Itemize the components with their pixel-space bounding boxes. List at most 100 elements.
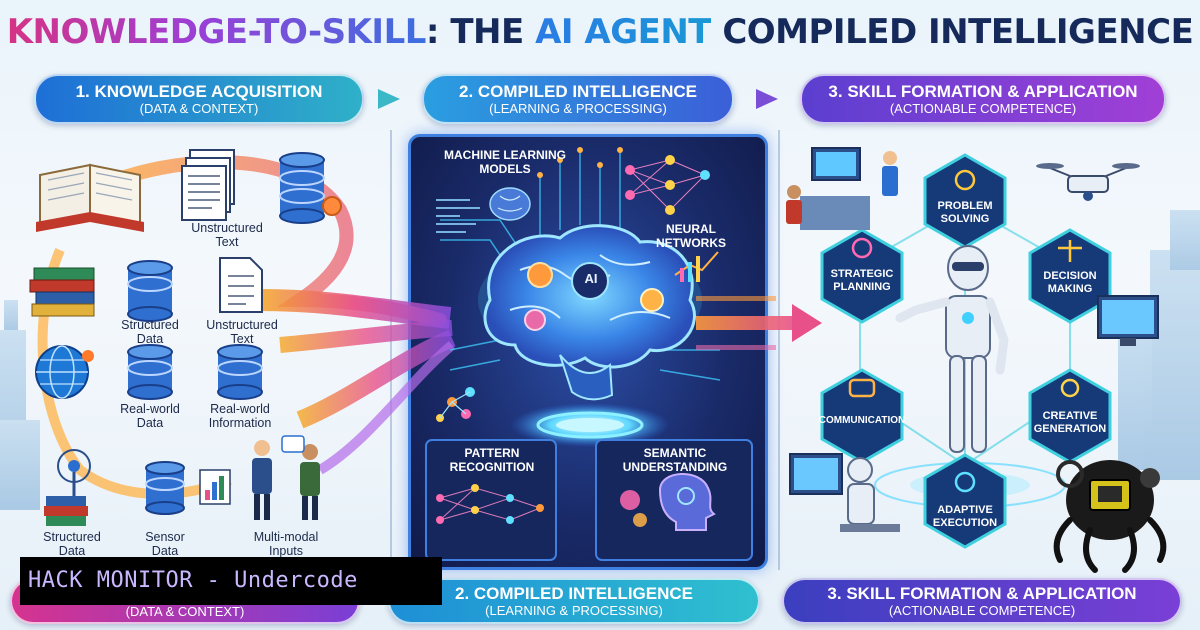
stacked-books-icon — [44, 496, 88, 526]
database-icon — [217, 344, 263, 400]
workstation-scene — [786, 147, 898, 230]
skill-label-line: CREATIVE — [1042, 410, 1098, 422]
skill-label-decision-making: DECISION MAKING — [1030, 270, 1110, 296]
flow-arrow-to-skills — [696, 296, 822, 350]
column-divider-left — [390, 130, 392, 570]
skill-label-line: GENERATION — [1033, 423, 1107, 435]
step-3-banner: 3. SKILL FORMATION & APPLICATION (ACTION… — [800, 74, 1166, 124]
processing-label-semantic-understanding: SEMANTIC UNDERSTANDING — [604, 446, 746, 474]
neural-network-icon — [625, 155, 710, 215]
source-label-line: Real-world — [120, 402, 180, 416]
code-lines — [436, 199, 480, 233]
processing-label-line: UNDERSTANDING — [622, 460, 728, 474]
title-part-knowledge-to-skill: KNOWLEDGE-TO-SKILL — [6, 12, 427, 52]
skill-label-line: PLANNING — [833, 281, 891, 293]
bottom-step-2-subtitle: (LEARNING & PROCESSING) — [485, 602, 663, 618]
processing-label-line: NEURAL — [666, 222, 716, 236]
title-part-compiled-intelligence: COMPILED INTELLIGENCE — [710, 12, 1194, 52]
glowing-pedestal — [510, 403, 670, 447]
hexagon-creative-generation — [1028, 368, 1112, 464]
source-label-line: Structured — [121, 318, 179, 332]
bottom-step-2-banner: 2. COMPILED INTELLIGENCE (LEARNING & PRO… — [388, 578, 760, 624]
humanoid-robot — [895, 245, 1009, 453]
skill-label-adaptive-execution: ADAPTIVE EXECUTION — [925, 504, 1005, 530]
left-city-skyline — [0, 300, 40, 510]
hexagon-decision-making — [1028, 228, 1112, 324]
database-icon — [279, 152, 325, 224]
source-label-line: Data — [136, 416, 164, 430]
skill-label-line: MAKING — [1047, 283, 1093, 295]
bottom-step-1-subtitle: (DATA & CONTEXT) — [125, 604, 245, 619]
skill-label-problem-solving: PROBLEM SOLVING — [925, 200, 1005, 226]
processing-label-line: RECOGNITION — [449, 460, 535, 474]
people-icon — [252, 435, 320, 520]
document-stack-icon — [181, 149, 235, 221]
hacker-octopus-logo — [1053, 460, 1167, 573]
source-label-line: Data — [58, 544, 86, 558]
antenna-icon — [57, 449, 91, 500]
source-label-unstructured-text-2: Unstructured Text — [190, 318, 294, 346]
database-icon — [127, 260, 173, 322]
skill-label-line: ADAPTIVE — [937, 504, 993, 516]
processing-label-line: SEMANTIC — [643, 446, 707, 460]
brain-icon — [489, 187, 531, 221]
skill-label-strategic-planning: STRATEGIC PLANNING — [818, 268, 906, 294]
skill-label-line: STRATEGIC — [830, 268, 894, 280]
step-2-title: 2. COMPILED INTELLIGENCE — [458, 81, 698, 101]
source-label-multimodal-inputs: Multi-modal Inputs — [236, 530, 336, 558]
ai-badge: AI — [584, 271, 598, 286]
right-city-skyline — [1118, 210, 1200, 480]
document-icon — [219, 257, 263, 313]
database-icon — [145, 461, 185, 515]
step-1-title: 1. KNOWLEDGE ACQUISITION — [75, 81, 323, 101]
source-label-structured-data-2: Structured Data — [32, 530, 112, 558]
source-label-line: Data — [151, 544, 179, 558]
data-flow-ribbon — [296, 329, 456, 429]
skill-label-line: SOLVING — [940, 213, 990, 225]
step-2-subtitle: (LEARNING & PROCESSING) — [489, 100, 667, 116]
processing-label-line: MODELS — [479, 162, 531, 176]
trend-chart-icon — [674, 251, 719, 282]
source-label-line: Text — [215, 235, 239, 249]
source-label-sensor-data: Sensor Data — [132, 530, 198, 558]
source-label-unstructured-text: Unstructured Text — [172, 221, 282, 249]
bottom-step-3-banner: 3. SKILL FORMATION & APPLICATION (ACTION… — [782, 578, 1182, 624]
step-2-banner: 2. COMPILED INTELLIGENCE (LEARNING & PRO… — [422, 74, 734, 124]
pattern-recognition-box — [425, 439, 557, 561]
skill-label-communication: COMMUNICATION — [818, 414, 906, 427]
step-1-banner: 1. KNOWLEDGE ACQUISITION (DATA & CONTEXT… — [34, 74, 364, 124]
step-3-title: 3. SKILL FORMATION & APPLICATION — [828, 81, 1138, 101]
source-label-line: Unstructured — [206, 318, 278, 332]
bottom-step-2-title: 2. COMPILED INTELLIGENCE — [454, 583, 694, 603]
skill-label-line: DECISION — [1043, 270, 1097, 282]
step-arrow-1-icon — [378, 89, 400, 109]
title-part-the: : THE — [425, 12, 536, 52]
skill-label-creative-generation: CREATIVE GENERATION — [1028, 410, 1112, 436]
title-part-ai-agent: AI AGENT — [535, 12, 711, 52]
processing-label-pattern-recognition: PATTERN RECOGNITION — [430, 446, 554, 474]
source-label-line: Text — [230, 332, 254, 346]
source-label-structured-data: Structured Data — [104, 318, 196, 346]
step-3-subtitle: (ACTIONABLE COMPETENCE) — [889, 100, 1077, 116]
source-label-line: Multi-modal — [253, 530, 319, 544]
data-flow-ribbon — [317, 341, 456, 475]
processing-label-line: NETWORKS — [656, 236, 726, 250]
processing-label-line: PATTERN — [464, 446, 520, 460]
bottom-step-3-subtitle: (ACTIONABLE COMPETENCE) — [888, 602, 1076, 618]
step-1-subtitle: (DATA & CONTEXT) — [139, 100, 259, 116]
watermark-banner: HACK MONITOR - Undercode — [20, 557, 442, 605]
source-label-line: Structured — [43, 530, 101, 544]
database-icon — [127, 344, 173, 400]
monitor-icon — [1097, 295, 1159, 346]
source-label-real-world-information: Real-world Information — [192, 402, 288, 430]
stacked-books-icon — [29, 267, 95, 317]
bar-chart-icon — [199, 469, 231, 505]
step-arrow-2-icon — [756, 89, 778, 109]
column-divider-right — [778, 130, 780, 570]
processing-label-line: MACHINE LEARNING — [444, 148, 566, 162]
robot-at-desk — [789, 453, 900, 532]
source-label-line: Sensor — [145, 530, 185, 544]
pattern-network-icon — [436, 484, 544, 524]
book-icon — [36, 163, 144, 232]
